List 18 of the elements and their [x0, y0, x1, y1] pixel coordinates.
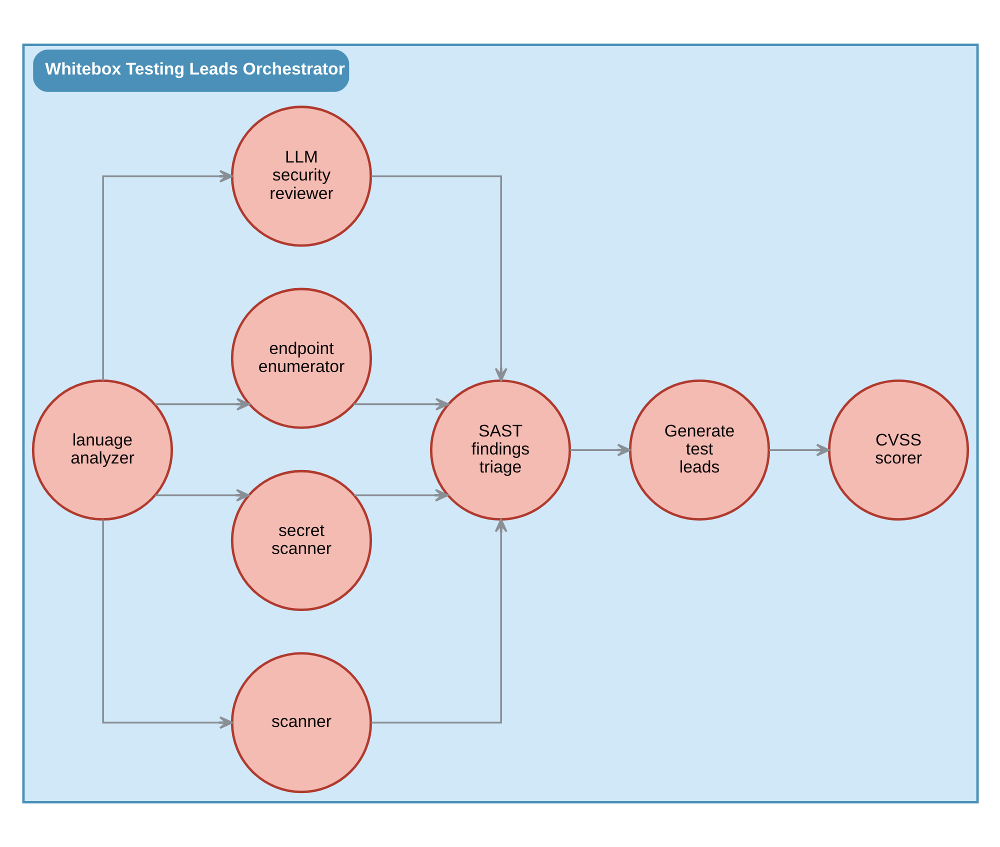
node-circle: endpoint enumerator — [230, 288, 372, 429]
node-circle: Generate test leads — [628, 379, 770, 521]
arrow — [370, 175, 507, 382]
arrow — [354, 488, 448, 502]
node-circle: lanuage analyzer — [31, 379, 173, 521]
arrow — [154, 398, 250, 411]
arrow — [102, 520, 232, 729]
arrow — [370, 518, 507, 724]
arrow — [768, 444, 830, 456]
node-circle: SAST findings triage — [429, 379, 571, 521]
arrow — [102, 170, 232, 381]
arrow — [570, 444, 630, 456]
arrow — [353, 398, 449, 411]
node-circle: secret scanner — [230, 470, 372, 612]
node-circle: scanner — [230, 652, 372, 794]
node-circle: CVSS scorer — [827, 379, 969, 521]
arrow — [154, 488, 250, 502]
node-circle: LLM security reviewer — [230, 106, 372, 247]
